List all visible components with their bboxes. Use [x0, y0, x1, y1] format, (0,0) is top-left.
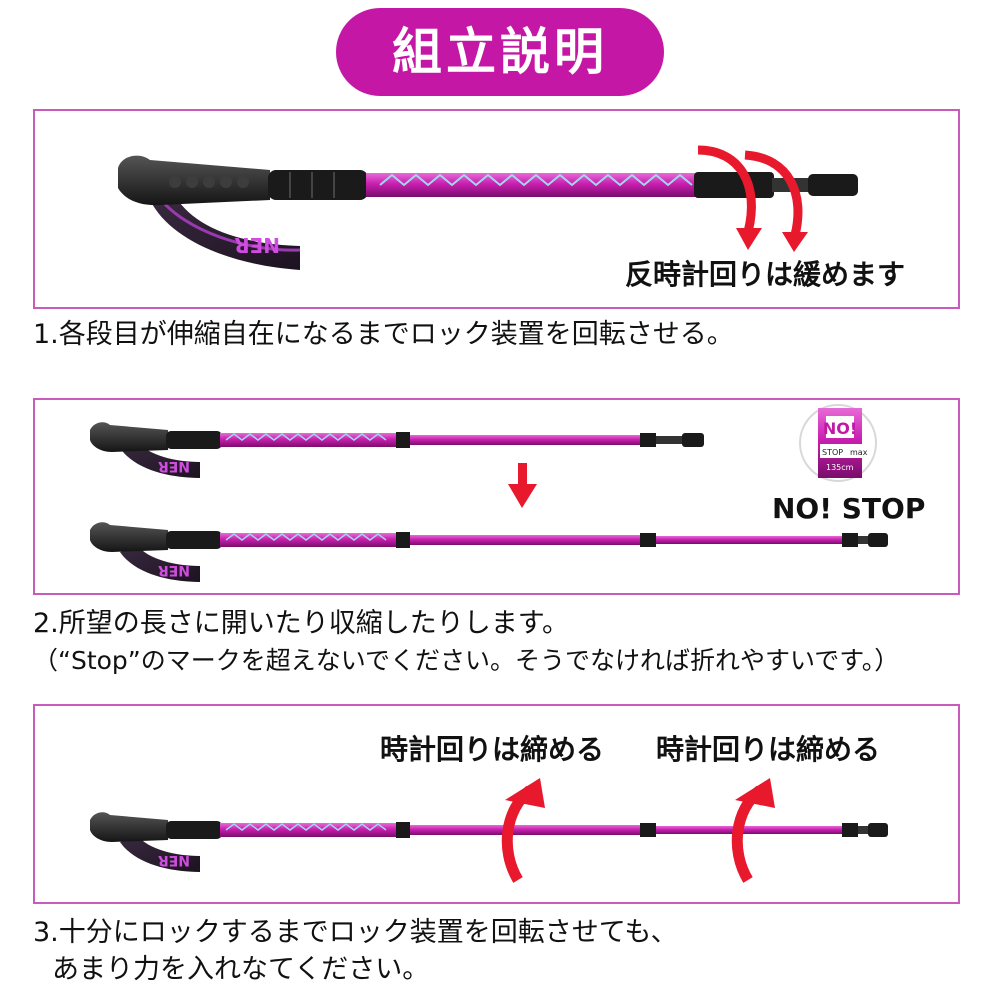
- strap-logo: NER: [158, 562, 190, 578]
- step1-panel: [33, 109, 960, 309]
- step2-callout: NO! STOP: [772, 492, 926, 525]
- badge-no: NO!: [823, 419, 857, 438]
- step3-pole: NER: [90, 812, 888, 872]
- step2-pole-short: NER: [90, 422, 704, 478]
- step2-extend-arrow: [508, 463, 537, 508]
- stop-mark-badge: NO! STOP max 135cm: [799, 404, 877, 482]
- strap-logo: NER: [234, 233, 280, 257]
- step3-caption-line2: あまり力を入れなてください。: [52, 954, 430, 985]
- step1-loosen-arrows: [697, 145, 803, 237]
- step1-caption: 1.各段目が伸縮自在になるまでロック装置を回転させる。: [33, 319, 734, 350]
- page-title: 組立説明: [336, 8, 664, 96]
- step2-caption-line2: （“Stop”のマークを超えないでください。そうでなければ折れやすいです。）: [33, 646, 900, 675]
- step1-pole: NER: [118, 155, 858, 270]
- strap-logo: NER: [158, 852, 190, 868]
- step3-callout-left: 時計回りは締める: [380, 733, 605, 766]
- step2-pole-extended: NER: [90, 522, 888, 582]
- step2-caption-line1: 2.所望の長さに開いたり収縮したりします。: [33, 608, 570, 639]
- badge-max: max: [850, 448, 868, 457]
- strap-logo: NER: [158, 458, 190, 474]
- step1-callout: 反時計回りは緩めます: [625, 258, 906, 291]
- step3-caption-line1: 3.十分にロックするまでロック装置を回転させても、: [33, 917, 678, 948]
- step3-tighten-arrows: [501, 778, 775, 883]
- badge-stop: STOP: [822, 448, 843, 457]
- badge-length: 135cm: [826, 463, 854, 472]
- step3-callout-right: 時計回りは締める: [656, 733, 881, 766]
